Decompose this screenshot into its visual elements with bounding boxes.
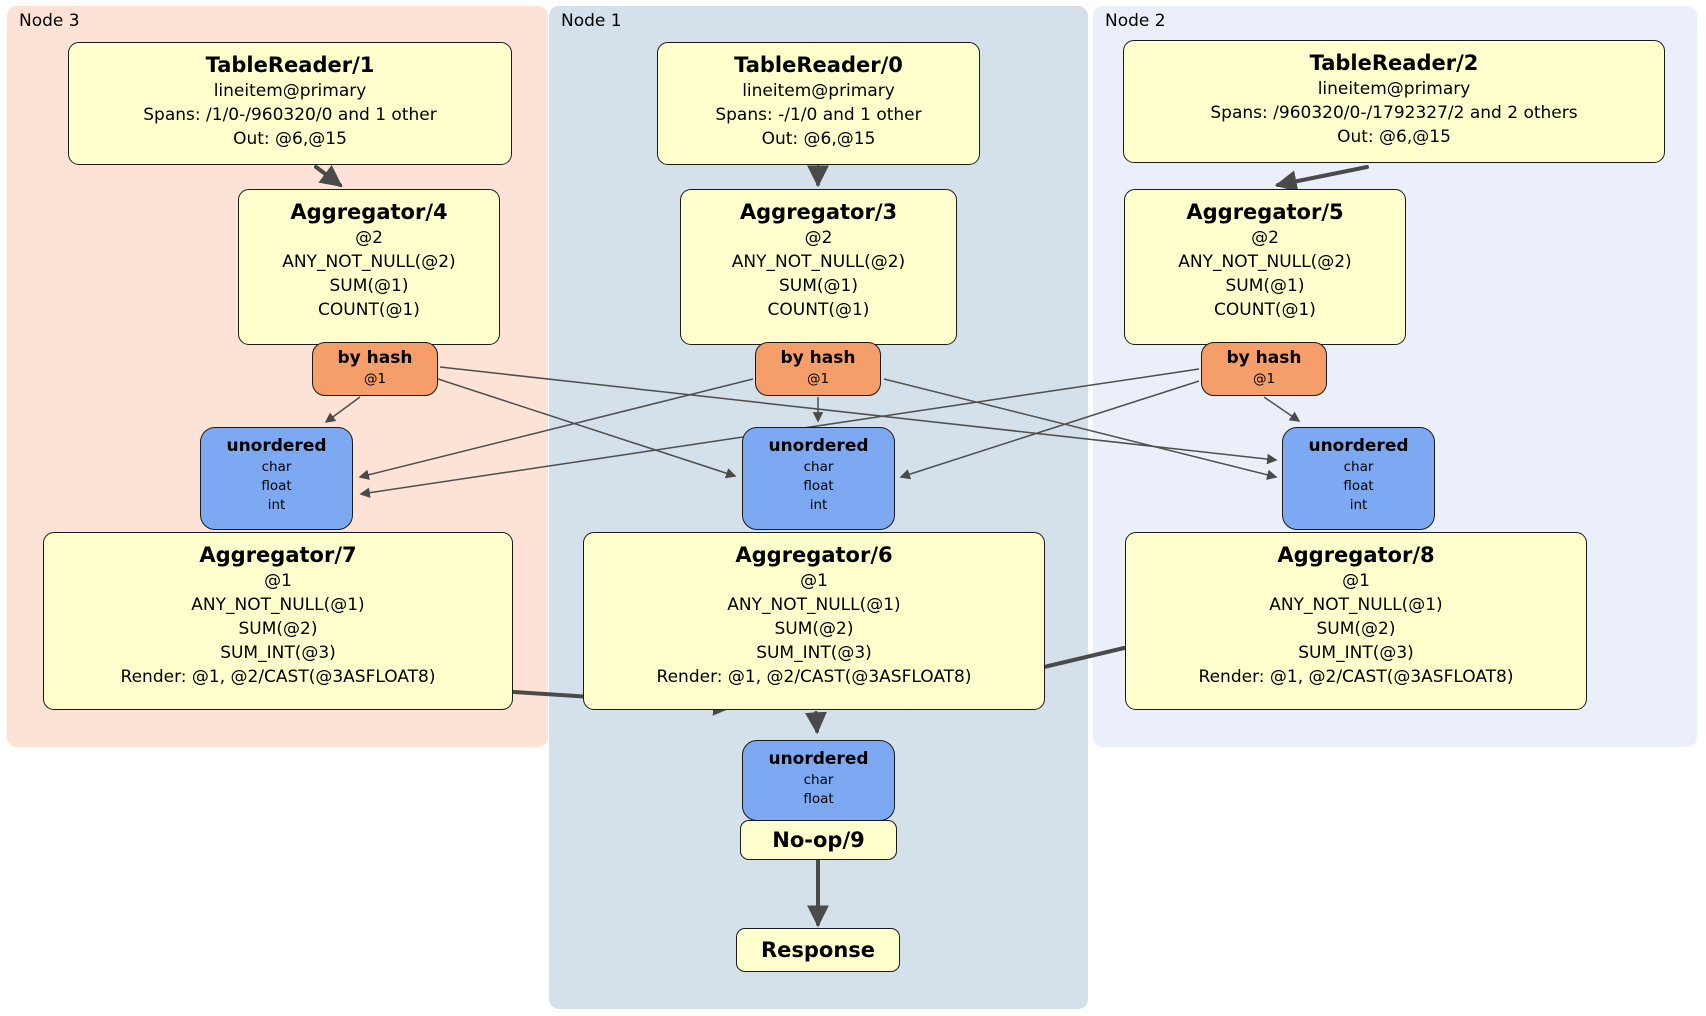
aggregator-7: Aggregator/7 @1 ANY_NOT_NULL(@1) SUM(@2)… (43, 532, 513, 710)
render-line: Render: @1, @2/CAST(@3ASFLOAT8) (1198, 667, 1514, 687)
no-op-9: No-op/9 (740, 820, 897, 860)
router-by-hash-node2: by hash @1 (1201, 342, 1327, 396)
table-reader-0: TableReader/0 lineitem@primary Spans: -/… (657, 42, 980, 165)
aggregator-3: Aggregator/3 @2 ANY_NOT_NULL(@2) SUM(@1)… (680, 189, 957, 345)
box-title: Aggregator/7 (199, 543, 357, 567)
render-line: Render: @1, @2/CAST(@3ASFLOAT8) (120, 667, 436, 687)
box-title: Aggregator/4 (290, 200, 448, 224)
aggregator-5: Aggregator/5 @2 ANY_NOT_NULL(@2) SUM(@1)… (1124, 189, 1406, 345)
index-line: lineitem@primary (213, 81, 367, 101)
box-title: TableReader/1 (205, 53, 375, 77)
router-by-hash-node3: by hash @1 (312, 342, 438, 396)
box-title: TableReader/0 (734, 53, 903, 77)
spans-line: Spans: /960320/0-/1792327/2 and 2 others (1210, 103, 1578, 123)
router-by-hash-node1: by hash @1 (755, 342, 881, 396)
sync-unordered-node3: unordered char float int (200, 427, 353, 530)
aggregator-8: Aggregator/8 @1 ANY_NOT_NULL(@1) SUM(@2)… (1125, 532, 1587, 710)
sync-unordered-final: unordered char float (742, 740, 895, 821)
panel-label-node1: Node 1 (561, 11, 622, 31)
box-title: Aggregator/6 (735, 543, 893, 567)
panel-label-node3: Node 3 (19, 11, 80, 31)
table-reader-2: TableReader/2 lineitem@primary Spans: /9… (1123, 40, 1665, 163)
box-title: TableReader/2 (1309, 51, 1479, 75)
out-line: Out: @6,@15 (233, 129, 347, 149)
response-box: Response (736, 928, 900, 972)
out-line: Out: @6,@15 (1337, 127, 1451, 147)
box-title: Aggregator/5 (1186, 200, 1344, 224)
box-title: Aggregator/8 (1277, 543, 1435, 567)
sync-unordered-node2: unordered char float int (1282, 427, 1435, 530)
index-line: lineitem@primary (1317, 79, 1471, 99)
aggregator-6: Aggregator/6 @1 ANY_NOT_NULL(@1) SUM(@2)… (583, 532, 1045, 710)
table-reader-1: TableReader/1 lineitem@primary Spans: /1… (68, 42, 512, 165)
box-title: Aggregator/3 (739, 200, 898, 224)
sync-unordered-node1: unordered char float int (742, 427, 895, 530)
spans-line: Spans: /1/0-/960320/0 and 1 other (143, 105, 437, 125)
panel-label-node2: Node 2 (1105, 11, 1166, 31)
render-line: Render: @1, @2/CAST(@3ASFLOAT8) (656, 667, 972, 687)
spans-line: Spans: -/1/0 and 1 other (715, 105, 922, 125)
index-line: lineitem@primary (742, 81, 895, 101)
aggregator-4: Aggregator/4 @2 ANY_NOT_NULL(@2) SUM(@1)… (238, 189, 500, 345)
out-line: Out: @6,@15 (761, 129, 876, 149)
